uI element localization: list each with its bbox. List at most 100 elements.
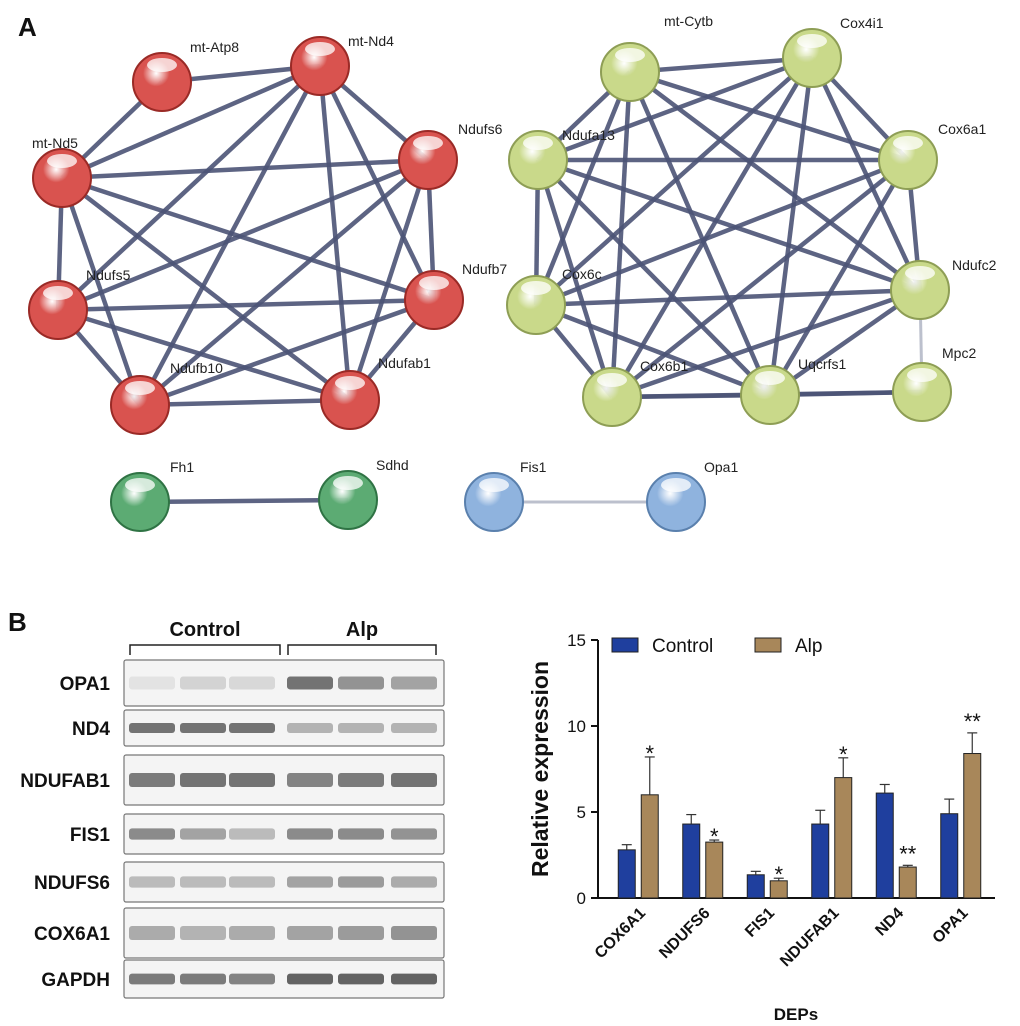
node-label: mt-Nd5	[32, 135, 78, 151]
node-label: mt-Nd4	[348, 33, 394, 49]
blot-band	[338, 828, 384, 840]
node-Opa1: Opa1	[646, 459, 738, 532]
blot-band	[391, 773, 437, 787]
node-mt-Nd5: mt-Nd5	[32, 135, 92, 208]
edge-mt-Nd4-Ndufab1	[317, 65, 353, 401]
node-label: Sdhd	[376, 457, 409, 473]
edge-Ndufs6-Ndufs5	[57, 157, 429, 313]
edge-Cox6a1-Cox6c	[535, 157, 909, 308]
significance-marker: *	[710, 824, 719, 849]
edge-Ndufc2-Cox6b1	[611, 287, 921, 400]
node-label: Mpc2	[942, 345, 976, 361]
blot-bracket	[287, 644, 437, 655]
node-label: Opa1	[704, 459, 738, 475]
x-tick-label: ND4	[872, 905, 907, 940]
edge-mt-Cytb-Cox4i1	[629, 55, 813, 75]
legend-swatch-alp	[754, 637, 782, 653]
node-mt-Nd4: mt-Nd4	[290, 33, 394, 96]
edge-mt-Nd4-Ndufb10	[138, 64, 322, 407]
node-Fis1: Fis1	[464, 459, 547, 532]
blot-row-label: FIS1	[70, 825, 111, 846]
node-Cox4i1: Cox4i1	[782, 15, 884, 88]
edge-Ndufa13-Cox6b1	[535, 159, 615, 398]
bar-alp-opa1	[963, 753, 982, 899]
edge-Cox4i1-Cox6b1	[610, 56, 814, 399]
node-Ndufc2: Ndufc2	[890, 257, 997, 320]
node-Ndufs5: Ndufs5	[28, 267, 131, 340]
blot-band	[180, 773, 226, 787]
blot-band	[229, 676, 275, 690]
blot-band	[287, 773, 333, 787]
node-Uqcrfs1: Uqcrfs1	[740, 356, 846, 425]
bar-alp-ndufab1	[834, 777, 853, 899]
blot-band	[129, 926, 175, 940]
blot-band	[129, 828, 175, 840]
blot-band	[391, 722, 437, 734]
node-label: mt-Cytb	[664, 13, 713, 29]
node-label: Ndufab1	[378, 355, 431, 371]
blot-band	[287, 722, 333, 734]
blot-band	[229, 973, 275, 985]
x-tick-label: COX6A1	[592, 905, 649, 962]
edge-mt-Cytb-Uqcrfs1	[627, 71, 773, 396]
blot-band	[338, 876, 384, 888]
node-label: Fis1	[520, 459, 547, 475]
node-label: Fh1	[170, 459, 194, 475]
node-label: Cox4i1	[840, 15, 884, 31]
edge-mt-Nd5-Ndufab1	[60, 176, 352, 402]
blot-strip-fis1	[123, 813, 445, 855]
edge-Cox6c-Uqcrfs1	[535, 302, 771, 398]
blot-strip-cox6a1	[123, 907, 445, 959]
edge-Cox4i1-Ndufa13	[537, 55, 813, 163]
node-label: Ndufs5	[86, 267, 131, 283]
significance-marker: *	[774, 862, 783, 887]
legend-label-alp: Alp	[795, 636, 822, 657]
blot-band	[229, 722, 275, 734]
significance-marker: **	[964, 709, 982, 734]
blot-strip-ndufs6	[123, 861, 445, 903]
edge-Cox6c-Ndufc2	[535, 287, 921, 308]
edge-mt-Nd4-mt-Nd5	[61, 63, 321, 181]
blot-strip-nd4	[123, 709, 445, 747]
node-Ndufb10: Ndufb10	[110, 360, 223, 435]
bar-control-ndufab1	[811, 823, 830, 899]
bar-alp-ndufs6	[705, 841, 724, 899]
edge-Ndufs5-Ndufb7	[57, 297, 435, 313]
node-Ndufa13: Ndufa13	[508, 127, 615, 190]
edge-mt-Nd5-Ndufb7	[61, 175, 435, 303]
blot-bracket	[129, 644, 281, 655]
blot-band	[338, 773, 384, 787]
edge-Cox4i1-Uqcrfs1	[767, 57, 815, 396]
panel-b-label: B	[8, 607, 27, 637]
edge-Ndufs6-Ndufab1	[347, 159, 431, 401]
legend-label-control: Control	[652, 636, 713, 657]
x-tick-label: OPA1	[930, 905, 972, 947]
bar-control-ndufs6	[682, 823, 701, 899]
node-label: Ndufb10	[170, 360, 223, 376]
blot-band	[338, 722, 384, 734]
blot-band	[229, 926, 275, 940]
blot-row-label: ND4	[72, 719, 110, 740]
edge-Ndufb10-Ndufab1	[139, 397, 351, 408]
edge-mt-Cytb-Cox6c	[533, 71, 633, 306]
blot-group-alp: Alp	[346, 619, 378, 641]
blot-band	[180, 722, 226, 734]
node-mt-Atp8: mt-Atp8	[132, 39, 239, 112]
bar-alp-nd4	[898, 866, 917, 899]
blot-band	[129, 973, 175, 985]
blot-band	[129, 876, 175, 888]
edge-Ndufa13-Ndufc2	[537, 157, 921, 293]
node-Cox6c: Cox6c	[506, 266, 602, 335]
blot-band	[229, 828, 275, 840]
blot-row-label: COX6A1	[34, 924, 110, 945]
legend-swatch-control	[611, 637, 639, 653]
blot-band	[287, 876, 333, 888]
node-label: Ndufc2	[952, 257, 997, 273]
blot-band	[338, 926, 384, 940]
blot-row-label: NDUFS6	[34, 873, 110, 894]
blot-band	[338, 676, 384, 690]
panel-a-label: A	[18, 12, 37, 42]
y-tick-label: 15	[567, 631, 586, 650]
edge-mt-Nd4-Ndufs5	[56, 64, 322, 312]
